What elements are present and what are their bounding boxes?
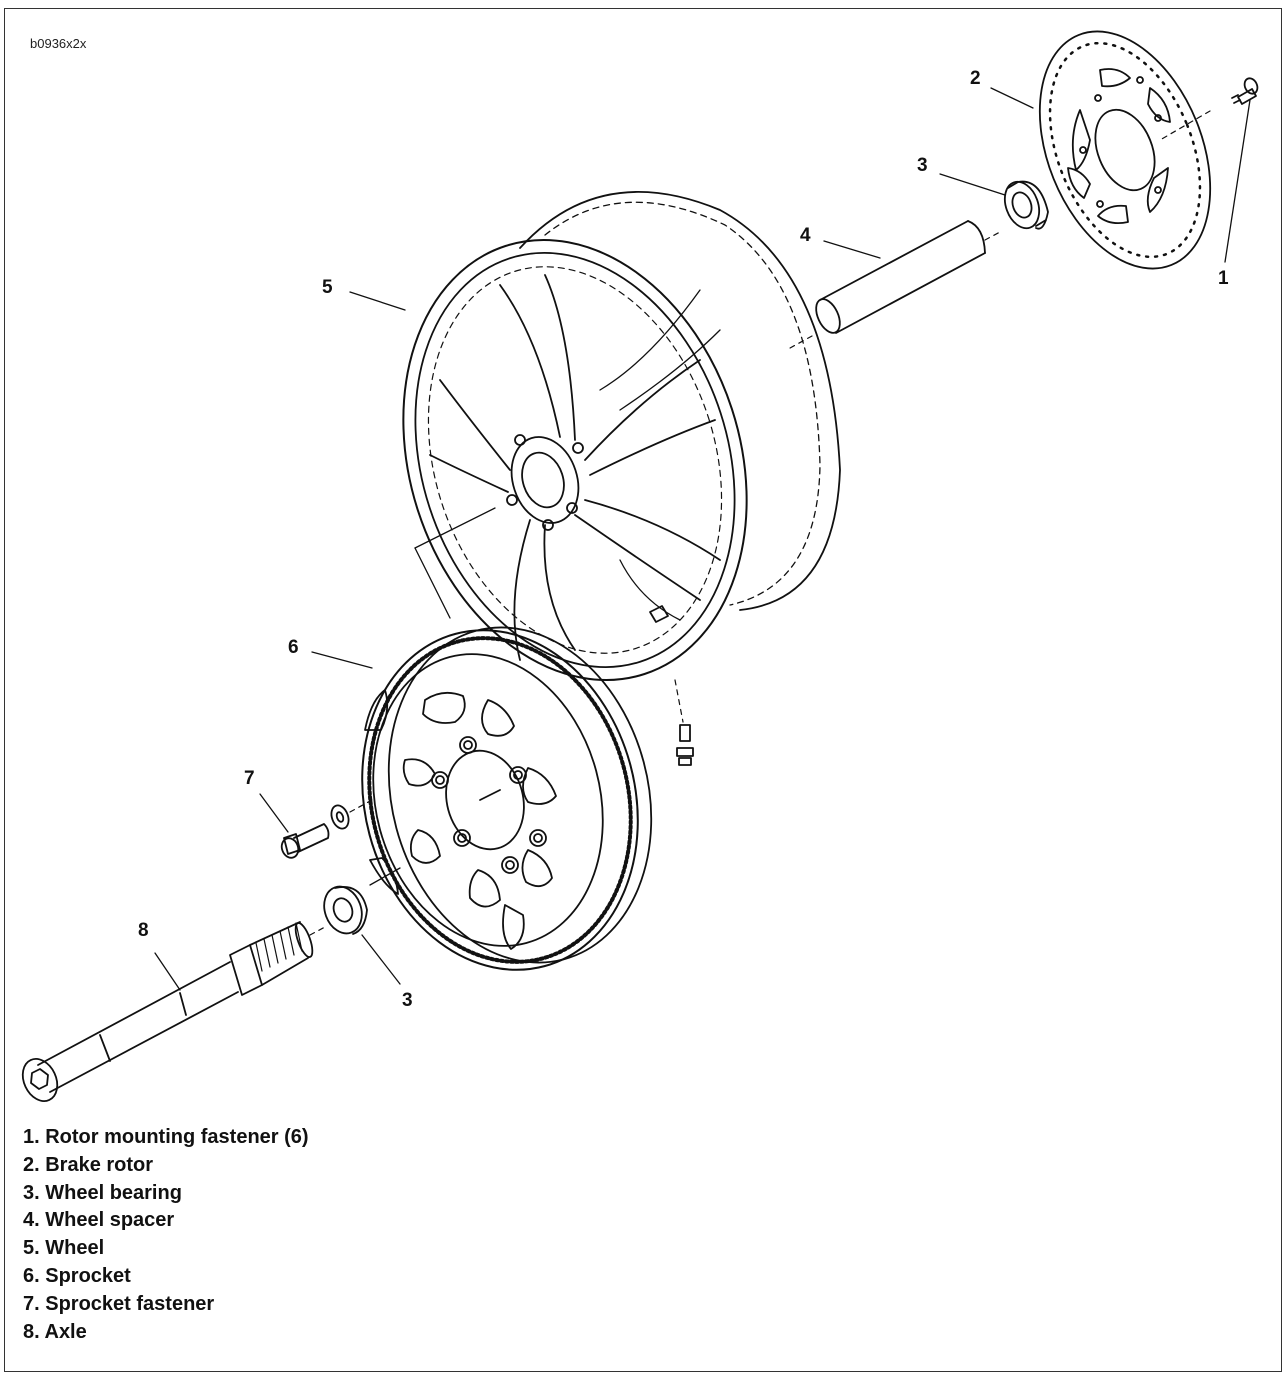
wheel-bearing-top [1003,180,1049,230]
valve-stem [676,724,694,766]
leader-lines [154,87,1251,991]
legend-item: 6. Sprocket [23,1264,131,1287]
callout-2: 2 [970,68,981,89]
parts-legend: 1. Rotor mounting fastener (6) 2. Brake … [23,1124,309,1346]
legend-item: 1. Rotor mounting fastener (6) [23,1126,309,1148]
callout-5: 5 [322,277,333,298]
figure-frame [4,8,1282,1372]
figure-id: b0936x2x [30,36,87,51]
wheel-bearing-bottom [323,867,401,935]
legend-item: 4. Wheel spacer [23,1209,175,1232]
legend-item: 8. Axle [23,1320,87,1343]
wheel [402,191,841,681]
callout-6: 6 [288,637,299,658]
callout-3-top: 3 [917,155,928,176]
brake-rotor [1038,30,1212,270]
callout-3-bottom: 3 [402,990,413,1011]
legend-item: 7. Sprocket fastener [23,1292,215,1315]
wheel-spacer [789,220,1001,349]
callout-1: 1 [1218,268,1229,289]
legend-item: 2. Brake rotor [23,1153,154,1176]
callout-4: 4 [800,225,811,246]
legend-item: 5. Wheel [23,1237,105,1260]
rotor-mounting-fastener [1159,77,1259,141]
legend-item: 3. Wheel bearing [23,1181,182,1204]
callout-8: 8 [138,920,149,941]
callout-7: 7 [244,768,255,789]
axle [21,921,326,1102]
sprocket [361,626,653,971]
sprocket-fastener [280,799,373,859]
